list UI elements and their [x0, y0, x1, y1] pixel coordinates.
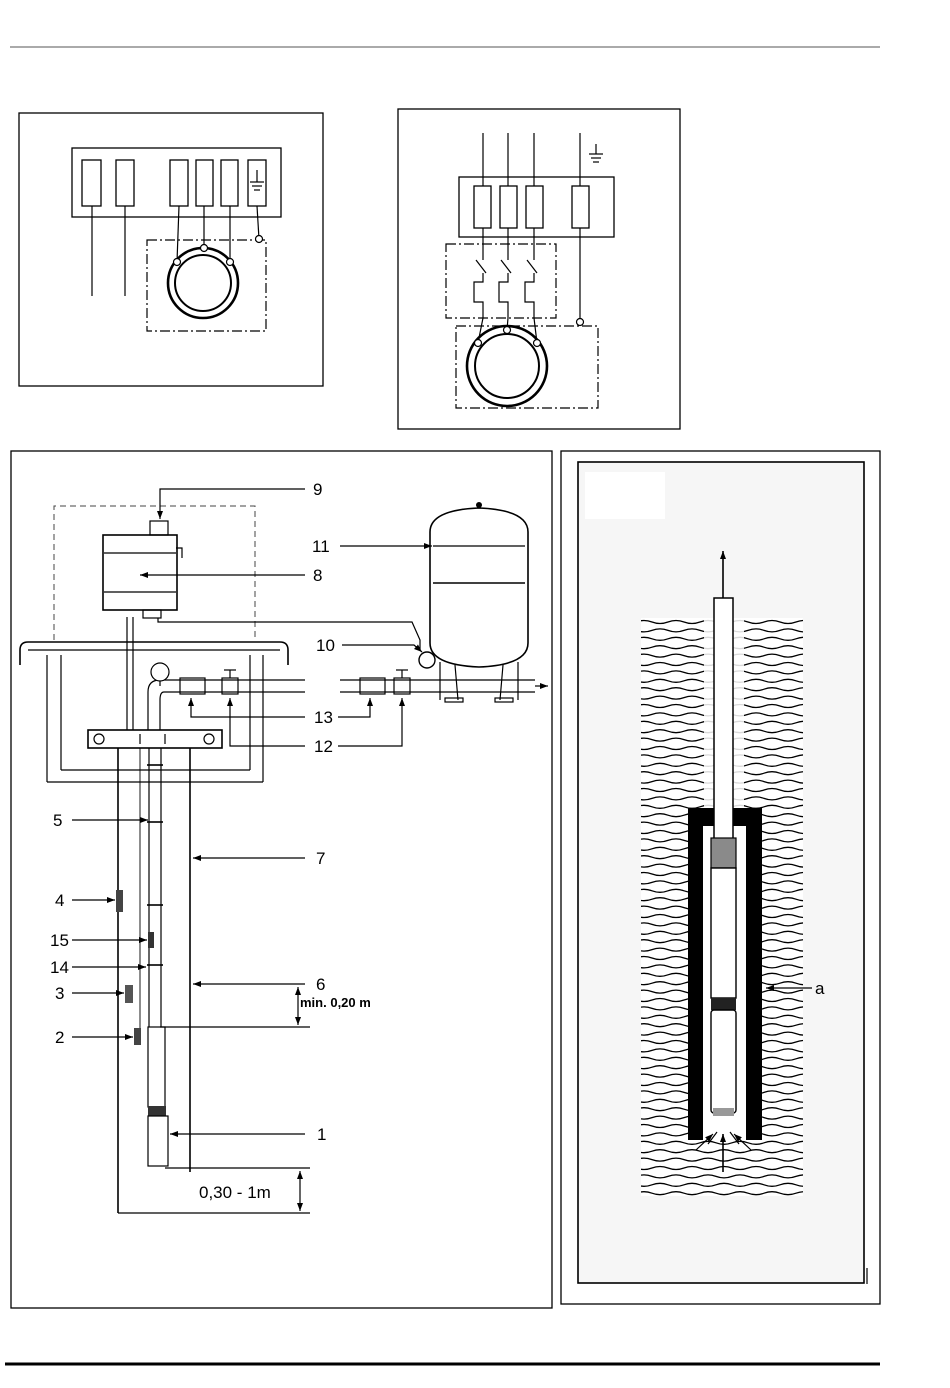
three-phase-wiring-diagram — [398, 109, 680, 429]
callout-label: 1 — [317, 1125, 326, 1144]
callout-label: 14 — [50, 958, 69, 977]
ground-terminal — [572, 186, 589, 228]
connection-point — [256, 236, 263, 243]
contactor-enclosure — [446, 244, 556, 318]
riser-pipe — [147, 748, 163, 1027]
callout-label: 8 — [313, 566, 322, 585]
well-cover-frame — [20, 642, 288, 782]
well-clamp-plate — [88, 730, 222, 748]
pressure-gauge-small — [151, 663, 169, 686]
callout-label: 2 — [55, 1028, 64, 1047]
contactor-phase — [499, 228, 511, 330]
gate-valve — [222, 670, 238, 694]
section-label: a — [815, 979, 825, 998]
connection-point — [475, 340, 482, 347]
fuse — [526, 186, 543, 228]
connection-point — [174, 259, 181, 266]
submersible-pump — [711, 838, 736, 1116]
level-electrode — [125, 985, 133, 1003]
callout-label: 10 — [316, 636, 335, 655]
ground-icon — [589, 144, 603, 162]
callout-label: 3 — [55, 984, 64, 1003]
installation-diagram: 9 11 8 10 13 12 5 7 4 15 14 3 6 2 1 min.… — [11, 451, 552, 1308]
ground-wire — [257, 206, 259, 239]
connection-point — [201, 245, 208, 252]
control-box — [103, 521, 182, 618]
diagram-frame — [398, 109, 680, 429]
fuse — [500, 186, 517, 228]
connection-point — [577, 319, 584, 326]
submersible-pump — [148, 1027, 168, 1166]
leader-line — [230, 698, 305, 746]
ground-icon — [250, 170, 264, 190]
terminal — [221, 160, 238, 206]
callout-label: 12 — [314, 737, 333, 756]
pressure-gauge — [419, 652, 435, 668]
diagram-frame — [11, 451, 552, 1308]
leader-line — [342, 645, 422, 652]
callout-label: 9 — [313, 480, 322, 499]
terminal — [170, 160, 188, 206]
pressure-tank — [430, 502, 528, 702]
leader-line — [160, 489, 305, 519]
ground-terminal — [248, 160, 266, 206]
terminal — [82, 160, 101, 206]
motor-symbol-outer — [467, 326, 547, 406]
level-electrode — [116, 890, 123, 912]
well-cross-section: a — [561, 451, 880, 1304]
callout-label: 6 — [316, 975, 325, 994]
callout-label: 11 — [312, 537, 330, 556]
diagram-frame — [19, 113, 323, 386]
callout-label: 4 — [55, 891, 64, 910]
motor-symbol-inner — [475, 334, 539, 398]
callout-label: 7 — [316, 849, 325, 868]
terminal — [196, 160, 213, 206]
callout-label: 15 — [50, 931, 69, 950]
level-electrode — [134, 1028, 141, 1045]
leader-line — [191, 698, 305, 717]
connection-point — [504, 327, 511, 334]
gate-valve — [394, 670, 410, 694]
single-phase-wiring-diagram — [19, 113, 323, 386]
terminal — [116, 160, 134, 206]
cable-clip — [148, 932, 154, 948]
control-enclosure-outline — [54, 506, 255, 640]
fuse — [474, 186, 491, 228]
riser-pipe — [714, 598, 733, 843]
callout-label: 13 — [314, 708, 333, 727]
connection-point — [227, 259, 234, 266]
control-cable — [158, 618, 420, 651]
blank-patch — [585, 472, 665, 519]
motor-symbol-inner — [175, 255, 231, 311]
dimension-label: 0,30 - 1m — [199, 1183, 271, 1202]
callout-label: 5 — [53, 811, 62, 830]
connection-point — [534, 340, 541, 347]
leader-line — [338, 698, 370, 717]
motor-wire — [177, 206, 179, 262]
dimension-label: min. 0,20 m — [300, 995, 371, 1010]
